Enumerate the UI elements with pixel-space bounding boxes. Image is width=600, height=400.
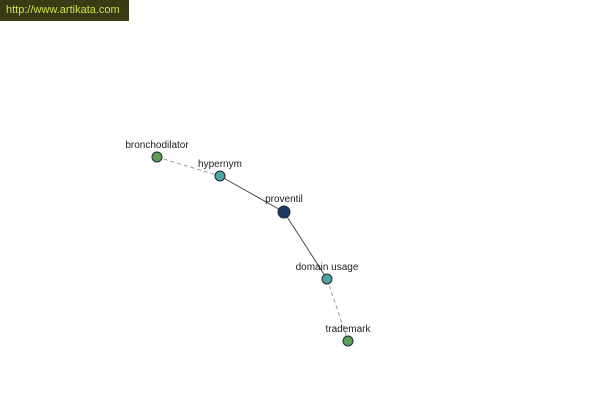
node-label-domain-usage: domain usage [296, 262, 359, 273]
graph-node-hypernym[interactable] [214, 170, 226, 182]
node-label-proventil: proventil [265, 194, 303, 205]
site-url-banner: http://www.artikata.com [0, 0, 129, 21]
node-label-trademark: trademark [325, 324, 371, 335]
graph-node-domain-usage[interactable] [321, 273, 333, 285]
graph-node-bronchodilator[interactable] [151, 151, 163, 163]
graph-node-proventil[interactable] [277, 205, 291, 219]
graph-edge-dashed [156, 156, 221, 177]
node-label-bronchodilator: bronchodilator [125, 140, 189, 151]
node-label-hypernym: hypernym [198, 159, 242, 170]
graph-node-trademark[interactable] [342, 335, 354, 347]
graph-edge-dashed [326, 278, 349, 342]
graph-edge-solid [283, 211, 328, 280]
graph-edge-solid [219, 175, 285, 213]
